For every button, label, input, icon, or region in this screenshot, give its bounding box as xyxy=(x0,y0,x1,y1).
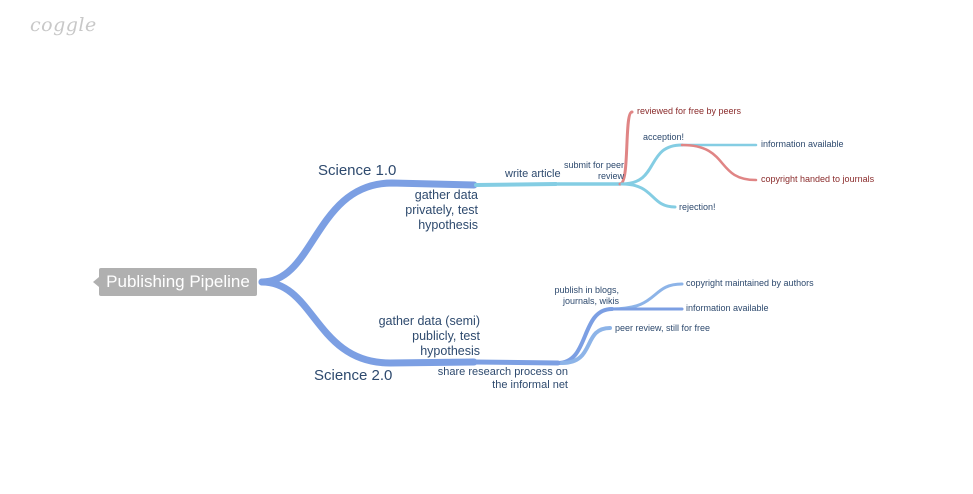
node-rejection[interactable]: rejection! xyxy=(679,202,716,212)
node-peer-review-free[interactable]: peer review, still for free xyxy=(615,323,711,333)
branch-rejection[interactable] xyxy=(620,182,677,209)
node-text-line: review xyxy=(597,171,624,181)
node-acception[interactable]: acception! xyxy=(643,132,685,142)
branch-publish-blogs[interactable] xyxy=(556,307,614,365)
node-text-line: privately, test xyxy=(405,203,478,217)
node-information-available-2[interactable]: information available xyxy=(686,303,769,313)
root-node[interactable]: Publishing Pipeline xyxy=(93,268,257,296)
node-gather-data-public[interactable]: gather data (semi) publicly, test hypoth… xyxy=(360,314,480,359)
node-share-research[interactable]: share research process on the informal n… xyxy=(428,366,568,392)
node-text-line: publish in blogs, xyxy=(554,285,619,295)
node-science-1[interactable]: Science 1.0 xyxy=(318,162,397,179)
node-science-2[interactable]: Science 2.0 xyxy=(314,367,393,384)
node-copyright-authors[interactable]: copyright maintained by authors xyxy=(686,278,814,288)
node-text-line: gather data xyxy=(414,188,478,202)
branch-copyright-authors[interactable] xyxy=(610,282,684,311)
node-reviewed-by-peers[interactable]: reviewed for free by peers xyxy=(637,106,742,116)
node-text-line: publicly, test xyxy=(412,329,480,343)
node-gather-data-private[interactable]: gather data privately, test hypothesis xyxy=(380,188,478,233)
branch-peer-review-free[interactable] xyxy=(560,326,612,365)
node-text-line: hypothesis xyxy=(420,344,480,358)
branch-share-research[interactable] xyxy=(471,359,561,366)
node-text-line: submit for peer xyxy=(563,160,624,170)
node-publish-blogs[interactable]: publish in blogs, journals, wikis xyxy=(540,285,619,307)
node-write-article[interactable]: write article xyxy=(505,168,561,180)
branch-copyright-journals[interactable] xyxy=(680,143,758,182)
node-copyright-journals[interactable]: copyright handed to journals xyxy=(761,174,875,184)
node-text-line: gather data (semi) xyxy=(378,314,480,328)
node-text-line: hypothesis xyxy=(418,218,478,232)
branch-reviewed-by-peers[interactable] xyxy=(618,110,634,186)
node-text-line: share research process on xyxy=(437,366,568,378)
branch-science-2[interactable] xyxy=(258,278,478,367)
node-information-available-1[interactable]: information available xyxy=(761,139,844,149)
coggle-logo: coggle xyxy=(30,14,97,36)
node-text-line: journals, wikis xyxy=(562,296,619,306)
branch-acception[interactable] xyxy=(620,143,684,186)
node-text-line: the informal net xyxy=(492,379,568,391)
branch-science-1[interactable] xyxy=(258,179,478,286)
node-submit-peer-review[interactable]: submit for peer review xyxy=(548,160,624,182)
branch-write-article[interactable] xyxy=(474,182,558,187)
